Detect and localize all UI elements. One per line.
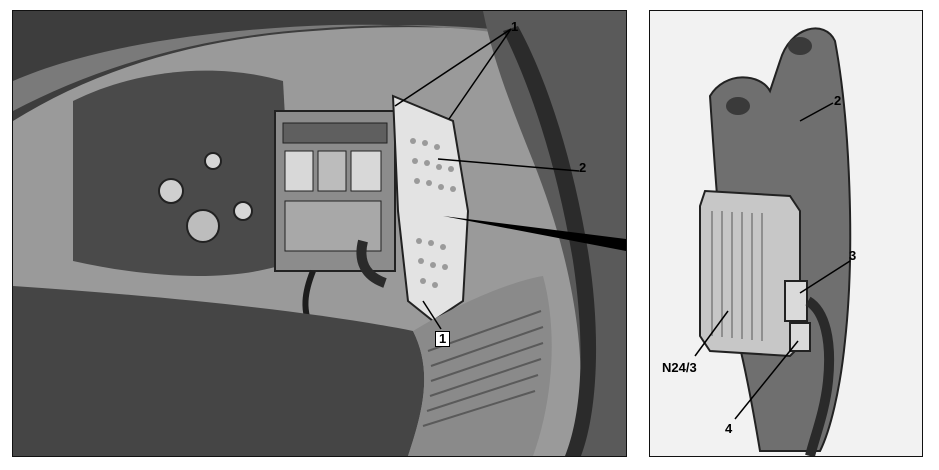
roof-liner: [13, 24, 626, 111]
trunk-floor: [13, 286, 425, 456]
trim-fastener: [158, 178, 184, 204]
callout-2-left: 2: [579, 160, 587, 175]
callout-1-bottom: 1: [435, 331, 451, 347]
callout-n24-3: N24/3: [662, 360, 697, 375]
loading-sill: [408, 276, 552, 456]
roof-trim: [13, 11, 626, 121]
leader-lines: [394, 28, 580, 330]
bracket-perforation: [410, 138, 456, 288]
control-unit-housing: [699, 189, 801, 358]
trim-fastener: [186, 209, 220, 243]
trunk-interior-view: 1 2 1: [12, 10, 627, 457]
trunk-illustration: [13, 11, 626, 456]
detail-illustration: [694, 27, 852, 456]
trim-fastener: [204, 152, 222, 170]
detail-leader-lines: [694, 102, 851, 420]
housing-fins: [711, 211, 763, 341]
side-trim-panel: [73, 70, 293, 276]
detail-view: 2 3 N24/3 4: [649, 10, 923, 457]
callout-3: 3: [849, 248, 857, 263]
trim-fastener: [233, 201, 253, 221]
wiring-harness: [356, 239, 387, 288]
detail-pointer: [443, 216, 626, 251]
mounting-bracket: [391, 94, 470, 323]
callout-4: 4: [725, 421, 733, 436]
callout-2-right: 2: [834, 93, 842, 108]
callout-1-top: 1: [511, 19, 519, 34]
connector-upper: [784, 280, 808, 322]
cable-detail: [805, 296, 835, 456]
